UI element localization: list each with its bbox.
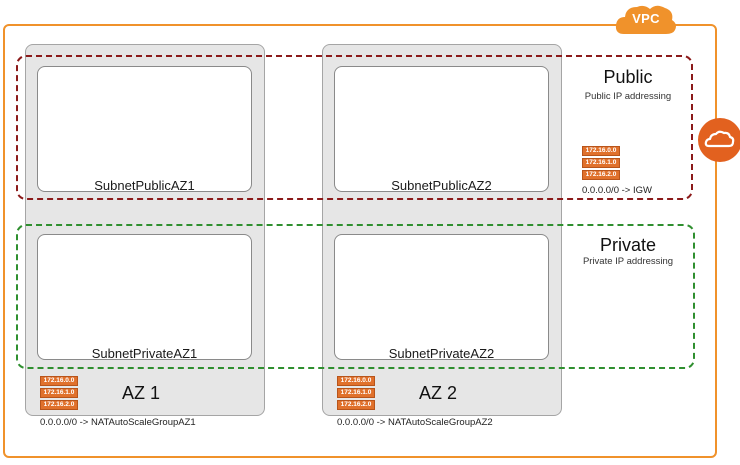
route-table-icon: 172.16.0.0 172.16.1.0 172.16.2.0 <box>40 376 78 410</box>
route-table-entry: 172.16.2.0 <box>337 400 375 410</box>
route-table-entry: 172.16.2.0 <box>582 170 620 180</box>
private-zone-title: Private <box>599 235 657 255</box>
az2-route-text: 0.0.0.0/0 -> NATAutoScaleGroupAZ2 <box>337 417 493 428</box>
subnet-private-az1 <box>37 234 252 360</box>
public-zone-boundary <box>16 55 693 200</box>
public-zone-title: Public <box>603 67 653 87</box>
subnet-private-az2-label: SubnetPrivateAZ2 <box>388 346 495 361</box>
route-table-entry: 172.16.0.0 <box>337 376 375 386</box>
vpc-boundary <box>3 24 717 458</box>
public-zone-subtitle: Public IP addressing <box>584 91 672 102</box>
subnet-public-az1-label: SubnetPublicAZ1 <box>94 178 195 193</box>
private-zone-boundary <box>16 224 695 369</box>
az2-label: AZ 2 <box>419 383 458 403</box>
route-table-entry: 172.16.1.0 <box>337 388 375 398</box>
internet-gateway-icon <box>698 118 740 162</box>
private-zone-subtitle: Private IP addressing <box>582 256 674 267</box>
subnet-public-az1 <box>37 66 252 192</box>
route-table-icon: 172.16.0.0 172.16.1.0 172.16.2.0 <box>337 376 375 410</box>
subnet-public-az2 <box>334 66 549 192</box>
vpc-label: VPC <box>632 11 660 26</box>
route-table-entry: 172.16.1.0 <box>582 158 620 168</box>
subnet-public-az2-label: SubnetPublicAZ2 <box>391 178 492 193</box>
az1-label: AZ 1 <box>122 383 161 403</box>
az1-route-text: 0.0.0.0/0 -> NATAutoScaleGroupAZ1 <box>40 417 196 428</box>
route-table-icon: 172.16.0.0 172.16.1.0 172.16.2.0 <box>582 146 620 180</box>
route-table-entry: 172.16.0.0 <box>582 146 620 156</box>
route-table-entry: 172.16.2.0 <box>40 400 78 410</box>
igw-route-text: 0.0.0.0/0 -> IGW <box>582 185 652 196</box>
vpc-cloud-icon <box>615 5 676 35</box>
subnet-private-az2 <box>334 234 549 360</box>
route-table-entry: 172.16.0.0 <box>40 376 78 386</box>
route-table-entry: 172.16.1.0 <box>40 388 78 398</box>
subnet-private-az1-label: SubnetPrivateAZ1 <box>91 346 198 361</box>
